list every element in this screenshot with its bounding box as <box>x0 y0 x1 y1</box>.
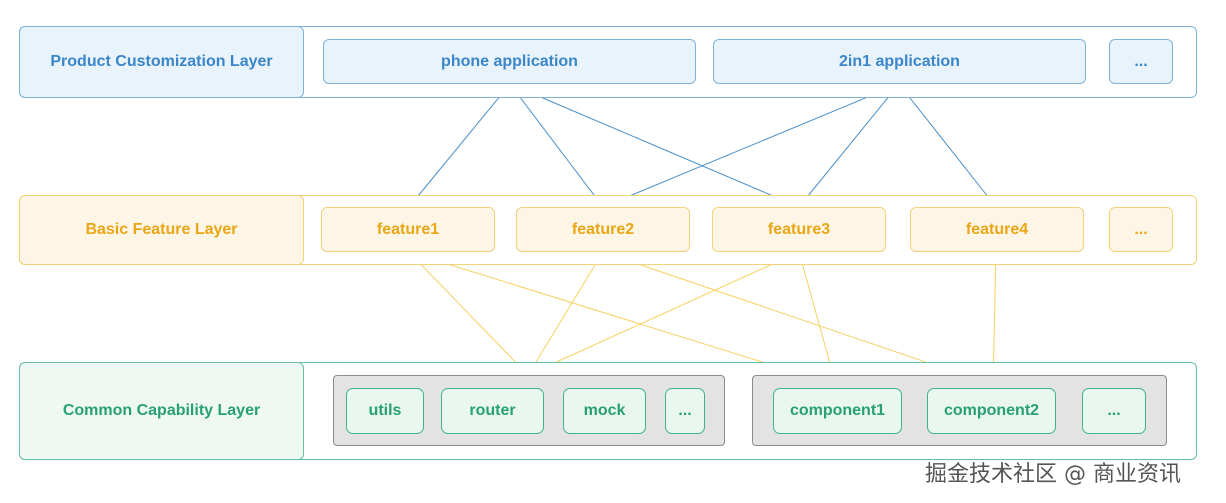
components-more-node[interactable]: ... <box>1082 388 1146 434</box>
component1-node[interactable]: component1 <box>773 388 902 434</box>
edge-feature1-to-group1 <box>408 251 529 376</box>
edge-phone-application-to-feature2 <box>509 83 604 208</box>
edge-2in1-application-to-feature2 <box>602 83 900 208</box>
feature1-node[interactable]: feature1 <box>321 207 495 252</box>
product-layer-label: Product Customization Layer <box>19 26 304 98</box>
2in1-application-node[interactable]: 2in1 application <box>713 39 1086 84</box>
edge-feature2-to-group1 <box>527 251 604 376</box>
product-more-node[interactable]: ... <box>1109 39 1173 84</box>
utils-node[interactable]: utils <box>346 388 424 434</box>
edge-2in1-application-to-feature4 <box>898 83 997 208</box>
mock-node[interactable]: mock <box>563 388 646 434</box>
edge-phone-application-to-feature3 <box>509 83 800 208</box>
feature2-node[interactable]: feature2 <box>516 207 690 252</box>
phone-application-node[interactable]: phone application <box>323 39 696 84</box>
feature-layer-label: Basic Feature Layer <box>19 195 304 265</box>
feature3-node[interactable]: feature3 <box>712 207 886 252</box>
edge-phone-application-to-feature1 <box>408 83 511 208</box>
utilities-more-node[interactable]: ... <box>665 388 705 434</box>
router-node[interactable]: router <box>441 388 544 434</box>
feature-more-node[interactable]: ... <box>1109 207 1173 252</box>
feature4-node[interactable]: feature4 <box>910 207 1084 252</box>
edge-2in1-application-to-feature3 <box>798 83 900 208</box>
component2-node[interactable]: component2 <box>927 388 1056 434</box>
watermark-text: 掘金技术社区 @ 商业资讯 <box>925 462 1181 487</box>
capability-layer-label: Common Capability Layer <box>19 362 304 460</box>
edge-feature3-to-group1 <box>527 251 800 376</box>
